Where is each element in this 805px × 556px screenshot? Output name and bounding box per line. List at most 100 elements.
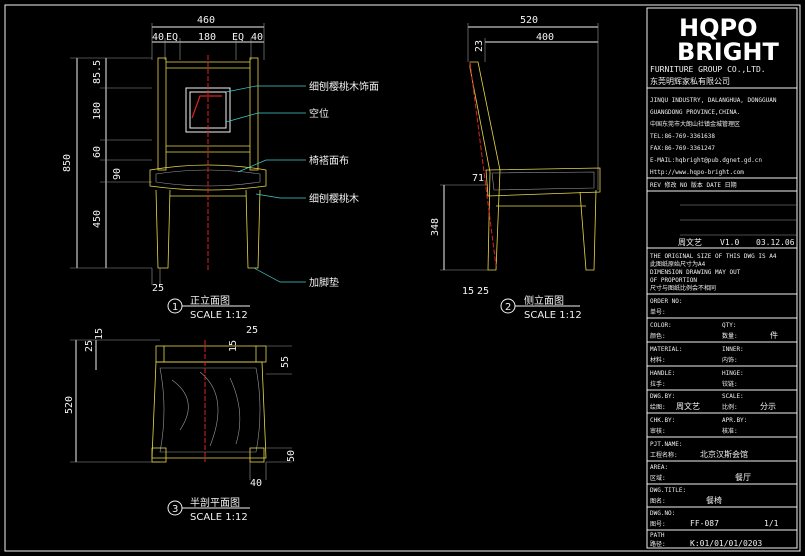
color-cn: 颜色:: [650, 332, 666, 340]
plan-dim-50: 50: [286, 450, 297, 462]
side-view-scale: SCALE 1:12: [524, 310, 582, 321]
note-1: THE ORIGINAL SIZE OF THIS DWG IS A4: [650, 253, 777, 260]
front-view: 460 40 EQ 180 EQ 40 850 85.5 180 60 90 4…: [62, 15, 379, 321]
area-cn: 区域:: [650, 474, 666, 482]
rev-date: 03.12.06: [756, 238, 795, 247]
fax: FAX:86-769-3361247: [650, 145, 715, 152]
dim-bottom-front: 25: [152, 283, 164, 294]
company-cn: 东莞明辉家私有限公司: [650, 76, 730, 86]
note-3: DIMENSION DRAWING MAY OUT: [650, 269, 741, 276]
dim-h4: 90: [112, 168, 123, 180]
web: Http://www.hqpo-bright.com: [650, 169, 744, 176]
dim-d: EQ: [232, 32, 244, 43]
qty: QTY:: [722, 322, 736, 329]
path-cn: 路径:: [650, 540, 666, 548]
inner: INNER:: [722, 346, 744, 353]
hinge: HINGE:: [722, 370, 744, 377]
order-no-cn: 单号:: [650, 308, 666, 316]
dim-b: EQ: [166, 32, 178, 43]
email: E-MAIL:hqbright@pub.dgnet.gd.cn: [650, 157, 762, 164]
handle: HANDLE:: [650, 370, 675, 377]
logo-bottom: BRIGHT: [677, 38, 779, 66]
label-fabric: 椅褡面布: [309, 154, 349, 167]
front-view-name: 正立面图: [190, 294, 230, 307]
address-1: JINQU INDUSTRY, DALANGHUA, DONGGUAN: [650, 97, 777, 104]
plan-view: 520 25 15 25 15 55 50 40 3 半剖平面图 SCALE 1…: [64, 325, 297, 523]
dim-c: 180: [198, 32, 216, 43]
dwg-by-val: 周文艺: [676, 401, 700, 411]
front-view-scale: SCALE 1:12: [190, 310, 248, 321]
qty-unit: 件: [770, 330, 778, 340]
plan-dim-25: 25: [246, 325, 258, 336]
rev-by: 周文艺: [678, 237, 702, 247]
rev-no: V1.0: [720, 238, 739, 247]
dwg-title-val: 餐椅: [706, 495, 722, 505]
dim-h5: 450: [92, 210, 103, 228]
side-dim-inner: 400: [536, 32, 554, 43]
tel: TEL:86-769-3361638: [650, 133, 715, 140]
company-en: FURNITURE GROUP CO.,LTD.: [650, 65, 766, 74]
dim-h1: 85.5: [92, 60, 103, 84]
side-dim-left: 23: [474, 40, 485, 52]
side-dim-h2: 71: [472, 173, 484, 184]
note-4: OF PROPORTION: [650, 277, 697, 284]
logo-top: HQPO: [679, 14, 757, 42]
plan-view-name: 半剖平面图: [190, 496, 240, 509]
scale-label: SCALE:: [722, 393, 744, 400]
rev-header: REV 修改 NO 版本 DATE 日期: [650, 181, 737, 189]
side-view: 520 400 23 348 71 15 25 2 侧立面图 SCALE 1:1…: [430, 15, 601, 321]
plan-view-scale: SCALE 1:12: [190, 512, 248, 523]
dim-h2: 180: [92, 102, 103, 120]
dim-e: 40: [251, 32, 263, 43]
scale-val: 分示: [760, 402, 776, 411]
dim-total-width: 460: [197, 15, 215, 26]
note-2: 此图纸原始尺寸为A4: [650, 260, 706, 268]
plan-view-num: 3: [172, 504, 178, 515]
scale-cn: 比例:: [722, 403, 738, 411]
plan-dim-25b: 25: [84, 340, 95, 352]
dim-h3: 60: [92, 146, 103, 158]
material: MATERIAL:: [650, 346, 683, 353]
side-dim-b-b: 25: [477, 286, 489, 297]
label-carved-panel: 细刨樱桃木饰面: [309, 80, 379, 93]
plan-dim-40: 40: [250, 478, 262, 489]
dwg-by: DWG.BY:: [650, 393, 675, 400]
chk-by: CHK.BY:: [650, 417, 675, 424]
note-5: 尺寸与图纸比例会不相同: [650, 284, 716, 292]
side-view-name: 侧立面图: [524, 294, 564, 307]
sheet-num: 1/1: [764, 519, 779, 528]
material-cn: 材料:: [650, 356, 666, 364]
title-block: HQPO BRIGHT FURNITURE GROUP CO.,LTD. 东莞明…: [646, 7, 798, 549]
sheet-border: [4, 4, 801, 552]
area: AREA:: [650, 464, 668, 471]
chk-by-cn: 审核:: [650, 427, 666, 435]
dwg-no-val: FF-087: [690, 519, 719, 528]
dwg-no-cn: 图号:: [650, 521, 666, 528]
handle-cn: 拉手:: [650, 380, 666, 388]
side-dim-b-a: 15: [462, 286, 474, 297]
dim-total-height: 850: [62, 154, 73, 172]
label-foot-pad: 加脚垫: [309, 276, 339, 289]
plan-dim-55: 55: [280, 356, 291, 368]
color: COLOR:: [650, 322, 672, 329]
side-view-num: 2: [505, 302, 511, 313]
order-no: ORDER NO:: [650, 298, 683, 305]
hinge-cn: 铰链:: [722, 380, 738, 388]
apr-by-cn: 核准:: [722, 427, 738, 435]
label-cherry-wood: 细刨樱桃木: [309, 192, 359, 205]
plan-dim-520: 520: [64, 396, 75, 414]
side-dim-total: 520: [520, 15, 538, 26]
inner-cn: 内饰:: [722, 356, 738, 364]
pjt-name-val: 北京汉斯会馆: [700, 449, 748, 459]
side-dim-h1: 348: [430, 218, 441, 236]
dwg-by-cn: 绘图:: [650, 403, 666, 411]
area-val: 餐厅: [735, 473, 751, 482]
dwg-title: DWG.TITLE:: [650, 487, 686, 494]
dim-a: 40: [152, 32, 164, 43]
label-hollow: 空位: [309, 107, 329, 120]
path: PATH: [650, 532, 665, 539]
pjt-name: PJT.NAME:: [650, 441, 683, 448]
qty-cn: 数量:: [722, 332, 738, 340]
plan-dim-15b: 15: [94, 328, 105, 340]
